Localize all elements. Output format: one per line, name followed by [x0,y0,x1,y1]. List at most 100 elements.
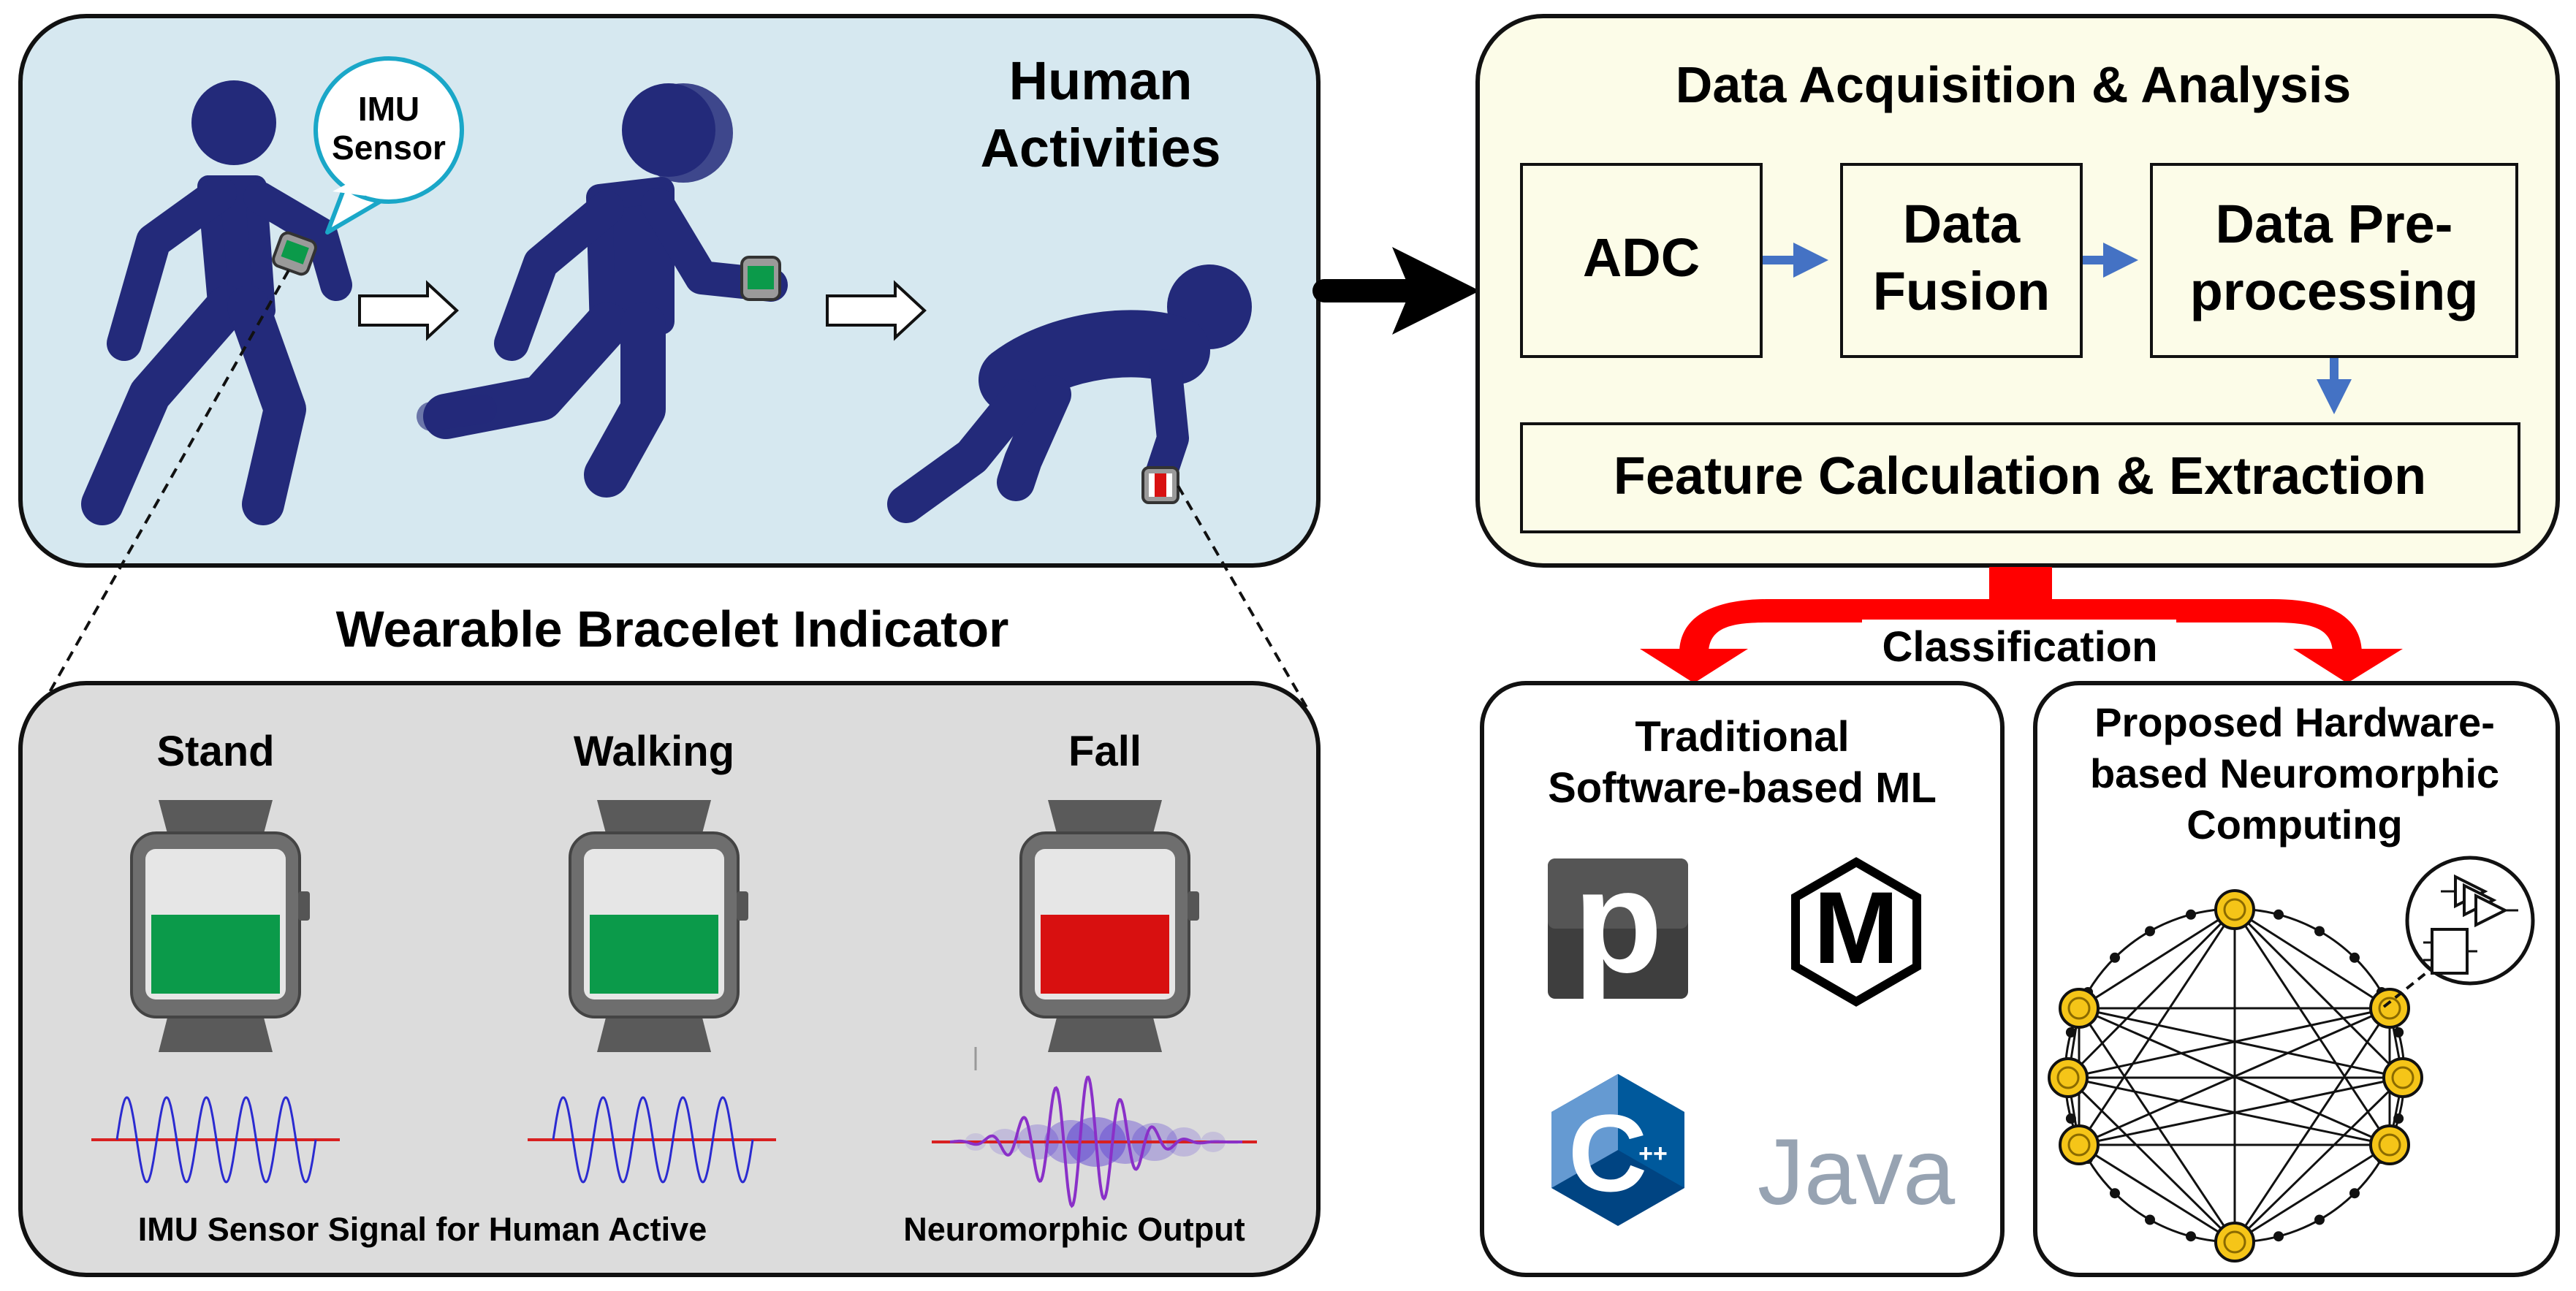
neuron-node-core [2056,1066,2080,1089]
svg-text:++: ++ [1638,1140,1668,1168]
dashed-connector [1177,484,1311,714]
neuron-node [2382,1057,2423,1098]
synapse-edge [2078,1076,2404,1146]
cpp-logo-icon: C ++ [1551,1074,1684,1226]
ring-dot [2145,1214,2155,1225]
proposed-title-line1: Proposed Hardware- [2094,699,2495,745]
human-activities-panel: Human Activities IMU Sensor [18,14,1321,568]
synapse-edge [2067,1076,2390,1146]
watch-label-stand: Stand [156,728,274,775]
ring-dot [2393,1113,2404,1124]
neuron-node [2048,1057,2089,1098]
proposed-title-line3: Computing [2186,801,2402,848]
neuron-node [2369,988,2410,1029]
synapse-edge [2078,1143,2235,1244]
human-activities-title-line1: Human [1009,50,1193,111]
ring-dot [2314,926,2325,937]
neuron-node [2059,988,2100,1029]
synapse-edge [2233,909,2391,1146]
neuron-node [2214,1222,2255,1263]
watch-screen-level [1041,915,1169,994]
synapse-edge [2067,908,2236,1079]
watch-screen-level [151,915,280,994]
neuromorphic-panel: Proposed Hardware- based Neuromorphic Co… [2033,681,2560,1277]
imu-signal-walking [528,1096,776,1184]
data-fusion-box [1840,163,2083,358]
neuron-node-core [2223,898,2246,921]
synapse-edge [2233,908,2404,1079]
neuron-node-core [2223,1230,2246,1254]
watch-label-fall: Fall [1068,728,1141,775]
wrist-sensor-alert-icon [1141,466,1179,504]
ring-dot [2110,1188,2120,1199]
adc-label: ADC [1583,227,1700,288]
ring-dot [2314,1214,2325,1225]
dashed-connector [2382,970,2429,1008]
ring-dot [2065,1027,2076,1037]
proposed-title-line2: based Neuromorphic [2090,750,2499,796]
classification-label-bg [1862,620,2176,672]
synapse-edge [2078,909,2236,1146]
ring-dot [2349,1188,2360,1199]
ring-dot [2349,952,2360,963]
synapse-edge [2233,1076,2404,1244]
neural-network-graph [2048,889,2423,1263]
smartwatch-icon-stand [130,800,310,1052]
java-logo-icon: Java [1758,1120,1956,1225]
adc-box [1520,163,1763,358]
synapse-edge [2233,1008,2391,1243]
circuit-magnifier-icon [2405,856,2535,986]
imu-signal-stand [91,1096,340,1184]
synapse-edge [2078,1007,2390,1146]
data-acquisition-panel: Data Acquisition & Analysis ADC Data Fus… [1475,14,2560,568]
bubble-label-line2: Sensor [332,129,446,167]
ring-dot [2273,909,2284,920]
neuron-node-core [2391,1066,2414,1089]
traditional-ml-panel: Traditional Software-based ML p M C ++ J… [1480,681,2005,1277]
watch-label-walking: Walking [574,728,734,775]
neuron-node [2369,1124,2410,1165]
neuron-node-core [2378,1133,2401,1157]
neuron-node [2214,889,2255,930]
synapse-edge [2078,1008,2236,1243]
ring-dot [2065,1113,2076,1124]
smartwatch-icon-fall [1019,800,1199,1052]
feature-extraction-box [1520,422,2520,533]
classification-label: Classification [1882,623,2157,671]
neuromorphic-output-signal [932,1047,1257,1208]
pandas-p-logo-icon: p [1548,840,1688,1003]
ring-dot [2186,909,2196,920]
human-activities-title-line2: Activities [980,118,1220,178]
mxnet-m-logo-icon: M [1791,857,1921,1007]
ring-dot [2273,1231,2284,1242]
synapse-edge [2234,908,2390,1010]
neuromorphic-output-caption: Neuromorphic Output [903,1211,1245,1248]
imu-signal-caption: IMU Sensor Signal for Human Active [138,1211,707,1248]
ring-dot [2186,1231,2196,1242]
standing-person-icon [81,80,352,525]
ring-dot [2145,926,2155,937]
watch-screen-level [590,915,718,994]
wrist-sensor-icon [272,231,317,276]
wrist-sensor-icon [740,256,781,301]
data-fusion-label-line1: Data [1903,194,2021,254]
bracelet-heading: Wearable Bracelet Indicator [336,601,1009,658]
dashed-connector [26,270,290,731]
acquisition-title: Data Acquisition & Analysis [1676,56,2351,113]
synapse-edge [2067,1076,2236,1244]
svg-text:Java: Java [1758,1120,1956,1225]
neuron-node [2059,1124,2100,1165]
activity-arrow-icon [358,280,459,341]
data-fusion-label-line2: Fusion [1873,261,2051,321]
ring-dot [2393,1027,2404,1037]
wearable-bracelet-panel: Wearable Bracelet Indicator Stand Walkin… [18,601,1321,1277]
synapse-edge [2067,1007,2390,1079]
traditional-title-line2: Software-based ML [1548,764,1937,812]
activity-arrow-icon [826,280,927,341]
synapse-edge [2234,1143,2390,1244]
neuron-node-core [2378,997,2401,1020]
neuron-node-core [2067,997,2091,1020]
synapse-edge [2078,1007,2404,1079]
data-preprocessing-box [2150,163,2518,358]
